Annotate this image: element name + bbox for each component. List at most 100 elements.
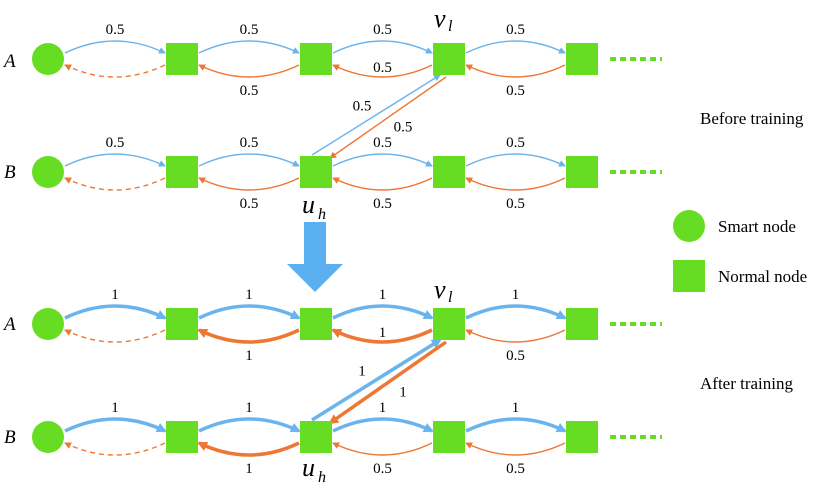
forward-edge-weight: 0.5 (240, 22, 259, 38)
backward-edge (64, 442, 166, 456)
normal-node (300, 43, 332, 75)
row-label-a-after: A (2, 314, 16, 335)
backward-edge-weight: 0.5 (240, 83, 259, 99)
forward-edge (465, 153, 566, 167)
forward-edge (198, 40, 300, 54)
normal-node (300, 421, 332, 453)
cross-edge-up (311, 74, 441, 156)
normal-node (166, 308, 198, 340)
node-label-vl-after: v l (434, 275, 453, 306)
normal-node (166, 156, 198, 188)
backward-edge-weight: 1 (245, 461, 253, 477)
normal-node (566, 43, 598, 75)
forward-edge (465, 304, 567, 320)
backward-edge (64, 329, 166, 343)
backward-edge (198, 177, 300, 191)
backward-edge (332, 177, 433, 191)
normal-node (566, 421, 598, 453)
backward-edge-weight: 0.5 (240, 196, 259, 212)
legend-smart-node-label: Smart node (718, 217, 796, 236)
forward-edge-weight: 1 (111, 400, 119, 416)
normal-node (433, 421, 465, 453)
after-training-label: After training (700, 374, 793, 393)
backward-edge (198, 64, 300, 78)
backward-edge-weight: 1 (379, 325, 387, 341)
u-letter: u (302, 190, 315, 219)
forward-edge-weight: 1 (512, 400, 520, 416)
backward-edge (332, 64, 433, 78)
normal-node (300, 156, 332, 188)
backward-edge (465, 442, 566, 456)
normal-node (166, 43, 198, 75)
backward-edge (465, 177, 566, 191)
forward-edge (198, 153, 300, 167)
forward-edge (332, 153, 433, 167)
forward-edge-weight: 1 (245, 400, 253, 416)
node-label-uh-after: u h (302, 453, 326, 486)
legend-smart-node-icon (673, 210, 705, 242)
forward-edge-weight: 0.5 (106, 22, 125, 38)
forward-edge (198, 304, 301, 320)
row-label-b-after: B (4, 427, 16, 448)
v-letter: v (434, 275, 446, 304)
training-transition-arrow (287, 222, 343, 292)
smart-node (32, 43, 64, 75)
backward-edge-weight: 0.5 (506, 348, 525, 364)
forward-edge-weight: 0.5 (106, 135, 125, 151)
row-label-b-before: B (4, 162, 16, 183)
backward-edge-weight: 0.5 (373, 461, 392, 477)
v-subscript: l (448, 18, 453, 35)
v-subscript: l (448, 289, 453, 306)
smart-node (32, 308, 64, 340)
forward-edge-weight: 0.5 (373, 22, 392, 38)
backward-edge (465, 329, 566, 343)
node-label-vl-before: v l (434, 4, 453, 35)
cross-edge-down-weight: 0.5 (394, 120, 413, 136)
forward-edge (465, 417, 567, 433)
forward-edge (64, 40, 166, 54)
forward-edge-weight: 0.5 (506, 22, 525, 38)
forward-edge (64, 304, 167, 320)
node-label-uh-before: u h (302, 190, 326, 223)
forward-edge (332, 40, 433, 54)
forward-edge-weight: 1 (111, 287, 119, 303)
normal-node (566, 156, 598, 188)
u-subscript: h (318, 469, 326, 486)
smart-node (32, 156, 64, 188)
backward-edge (332, 442, 433, 456)
backward-edge-weight: 0.5 (506, 461, 525, 477)
u-letter: u (302, 453, 315, 482)
cross-edge-down-weight: 1 (399, 385, 407, 401)
backward-edge (197, 441, 300, 457)
cross-edge-up-weight: 1 (358, 364, 366, 380)
legend: Smart node Normal node (673, 210, 807, 292)
forward-edge-weight: 0.5 (240, 135, 259, 151)
forward-edge-weight: 1 (245, 287, 253, 303)
forward-edge (64, 417, 167, 433)
row-label-a-before: A (2, 51, 16, 72)
backward-edge (465, 64, 566, 78)
backward-edge (64, 177, 166, 191)
legend-normal-node-label: Normal node (718, 267, 807, 286)
cross-edge-down (328, 340, 448, 425)
v-letter: v (434, 4, 446, 33)
cross-edge-up (311, 338, 442, 422)
normal-node (433, 43, 465, 75)
: 1 (0, 0, 4, 4)
u-subscript: h (318, 206, 326, 223)
forward-edge (64, 153, 166, 167)
normal-node (433, 156, 465, 188)
forward-edge-weight: 1 (512, 287, 520, 303)
forward-edge (332, 417, 434, 433)
before-training-label: Before training (700, 109, 804, 128)
backward-edge-weight: 0.5 (373, 196, 392, 212)
backward-edge (331, 328, 433, 344)
backward-edge (64, 64, 166, 78)
backward-edge-weight: 0.5 (373, 60, 392, 76)
smart-node (32, 421, 64, 453)
forward-edge (465, 40, 566, 54)
backward-edge (197, 328, 300, 344)
forward-edge-weight: 1 (379, 287, 387, 303)
forward-edge-weight: 0.5 (506, 135, 525, 151)
